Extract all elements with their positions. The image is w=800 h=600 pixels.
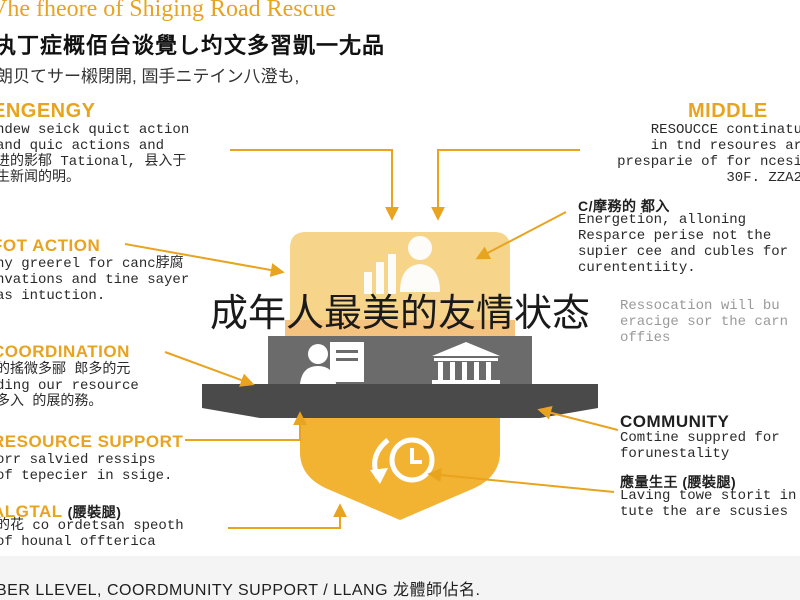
diagram-subtitle: 执丁症概佰台谈覺し圴文多習凱一尢品 bbox=[0, 33, 386, 58]
text-line: presparie of for ncesi bbox=[617, 154, 800, 170]
person-chart-icon bbox=[364, 236, 440, 294]
arrow-top-right bbox=[475, 211, 567, 260]
text-line: and quic actions and bbox=[0, 138, 165, 154]
right-text-faded: Ressocation will bu eracige sor the carn… bbox=[620, 298, 788, 346]
left-text-fot-action: ny greerel for canc脖腐 nvations and tine … bbox=[0, 256, 189, 304]
text-line: 的花 co ordetsan speoth bbox=[0, 518, 184, 534]
left-heading-coordination: COORDINATION bbox=[0, 342, 130, 361]
building-columns-icon bbox=[432, 342, 500, 384]
text-line: Energetion, alloning bbox=[578, 212, 747, 228]
text-line: in tnd resoures ar bbox=[650, 138, 800, 154]
arrow-community bbox=[537, 406, 619, 431]
text-line: ding our resource bbox=[0, 378, 139, 394]
left-text-resource-support: orr salvied ressips of tepecier in ssige… bbox=[0, 452, 172, 484]
text-line: as intuction. bbox=[0, 288, 106, 304]
diagram-title: Vhe fheore of Shiging Road Rescue bbox=[0, 0, 336, 22]
central-shield bbox=[202, 232, 598, 520]
right-text-community: Comtine suppred for forunestality bbox=[620, 430, 780, 462]
left-text-algtal: 的花 co ordetsan speoth of hounal offteric… bbox=[0, 518, 184, 550]
text-line: of hounal offterica bbox=[0, 534, 156, 550]
connector-arrows bbox=[124, 149, 619, 529]
left-heading-engengy: ENGENGY bbox=[0, 100, 96, 122]
text-line: 30F. ZZA2 bbox=[726, 170, 800, 186]
footer-fade bbox=[0, 556, 800, 600]
left-text-engengy: ndew seick quict action and quic actions… bbox=[0, 122, 189, 186]
text-line: Laving towe storit in bbox=[620, 488, 797, 504]
arrow-middle bbox=[431, 149, 580, 221]
text-line: supier cee and cubles for bbox=[578, 244, 789, 260]
text-line: nvations and tine sayer bbox=[0, 272, 190, 288]
arrow-engengy bbox=[230, 149, 399, 221]
left-heading-algtal: ALGTAL (腰裝腿) bbox=[0, 502, 121, 522]
right-text-laving: Laving towe storit in tute the are scusi… bbox=[620, 488, 796, 520]
text-line: Comtine suppred for bbox=[620, 430, 780, 446]
arrow-bottom-right bbox=[427, 468, 615, 493]
shield-bottom bbox=[300, 418, 500, 520]
text-line: of tepecier in ssige. bbox=[0, 468, 173, 484]
text-line: tute the are scusies bbox=[620, 504, 789, 520]
shield-light-band bbox=[285, 320, 515, 336]
text-line: 生新闻的明。 bbox=[0, 170, 80, 186]
text-line: 的搖微多郦 郎多的元 bbox=[0, 362, 131, 378]
arrow-algtal bbox=[228, 503, 347, 529]
arrow-coordination bbox=[164, 351, 255, 387]
text-line: ny greerel for canc脖腐 bbox=[0, 256, 184, 272]
right-heading-cjk-2: 應量生王 (腰裝腿) bbox=[620, 474, 737, 490]
text-line: Ressocation will bu bbox=[620, 298, 780, 314]
left-heading-fot-action: FOT ACTION bbox=[0, 236, 101, 255]
left-text-coordination: 的搖微多郦 郎多的元 ding our resource 多入 的展的務。 bbox=[0, 362, 139, 410]
person-document-icon bbox=[300, 342, 364, 384]
right-heading-middle: MIDDLE bbox=[688, 100, 768, 122]
text-line: offies bbox=[620, 330, 671, 346]
heading-text: ALGTAL bbox=[0, 502, 63, 521]
right-text-middle: RESOUCCE continatu in tnd resoures ar pr… bbox=[617, 122, 800, 186]
text-line: orr salvied ressips bbox=[0, 452, 156, 468]
shield-dark-band bbox=[202, 384, 598, 418]
text-line: curententiity. bbox=[578, 260, 696, 276]
text-line: ndew seick quict action bbox=[0, 122, 190, 138]
arrow-resource-support bbox=[185, 411, 307, 441]
footer-text: BER LLEVEL, COORDMUNITY SUPPORT / LLANG … bbox=[0, 582, 481, 599]
left-heading-resource-support: RESOURCE SUPPORT bbox=[0, 432, 184, 451]
text-line: 进的影郁 Tational, 县入于 bbox=[0, 154, 187, 170]
text-line: 多入 的展的務。 bbox=[0, 394, 103, 410]
right-heading-cjk: C/摩務的 都入 bbox=[578, 198, 670, 214]
heading-suffix: (腰裝腿) bbox=[67, 504, 122, 520]
arrow-fot-action bbox=[124, 243, 285, 277]
text-line: Resparce perise not the bbox=[578, 228, 772, 244]
diagram-tagline: 朗贝てサー樧閉開, 圄手ニテイン八澄も, bbox=[0, 67, 300, 86]
right-text-energetion: Energetion, alloning Resparce perise not… bbox=[578, 212, 788, 276]
overlay-caption: 成年人最美的友情状态 bbox=[209, 291, 590, 335]
right-heading-community: COMMUNITY bbox=[620, 412, 730, 431]
text-line: forunestality bbox=[620, 446, 730, 462]
shield-top-band bbox=[290, 232, 510, 320]
text-line: eracige sor the carn bbox=[620, 314, 789, 330]
text-line: RESOUCCE continatu bbox=[650, 122, 800, 138]
clock-cycle-icon bbox=[370, 437, 435, 484]
